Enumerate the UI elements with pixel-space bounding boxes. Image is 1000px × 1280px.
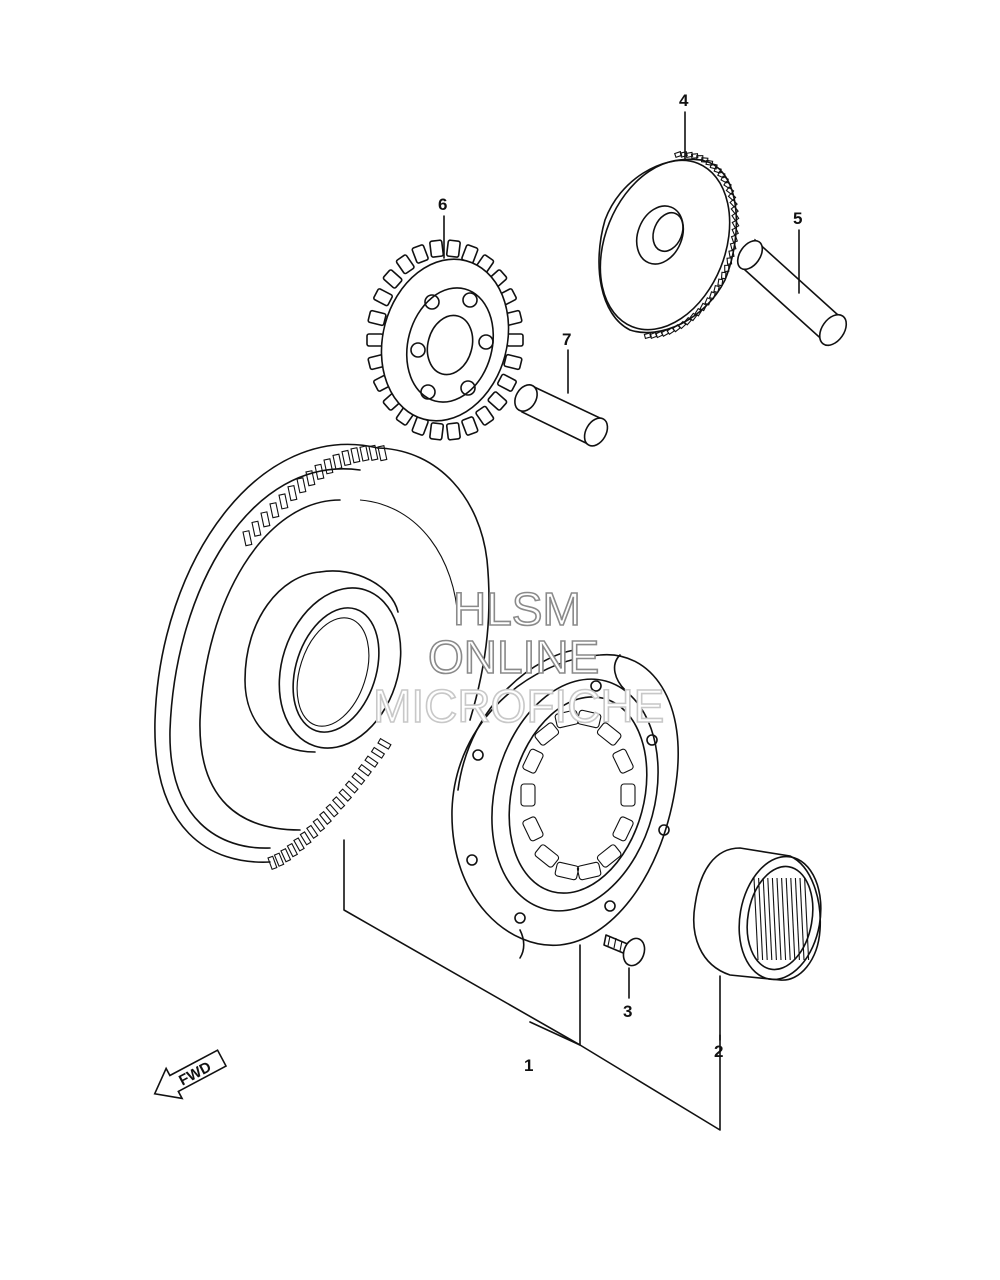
callout-2: 2 (714, 1042, 723, 1061)
part-6-gear[interactable] (364, 239, 526, 441)
part-5-shaft[interactable] (733, 236, 852, 350)
watermark-line-3: MICROFICHE (373, 680, 664, 732)
callout-5: 5 (793, 209, 802, 228)
fwd-arrow-icon: FWD (153, 1049, 228, 1100)
watermark-line-2: ONLINE (428, 631, 599, 683)
part-2-bearing[interactable] (693, 847, 830, 986)
leader-lines (343, 111, 800, 1131)
watermark-line-1: HLSM (453, 583, 581, 635)
callout-7: 7 (562, 330, 571, 349)
part-7-shaft[interactable] (510, 381, 612, 450)
callout-6: 6 (438, 195, 447, 214)
part-1-starter-driven-gear[interactable] (154, 443, 490, 870)
callout-1: 1 (524, 1056, 533, 1075)
part-4-idle-gear[interactable] (576, 141, 753, 349)
part-3-bolt[interactable] (603, 934, 648, 969)
callout-4: 4 (679, 91, 689, 110)
part-1-one-way-clutch[interactable] (451, 649, 683, 959)
watermark: HLSM ONLINE MICROFICHE (372, 582, 665, 733)
callout-3: 3 (623, 1002, 632, 1021)
